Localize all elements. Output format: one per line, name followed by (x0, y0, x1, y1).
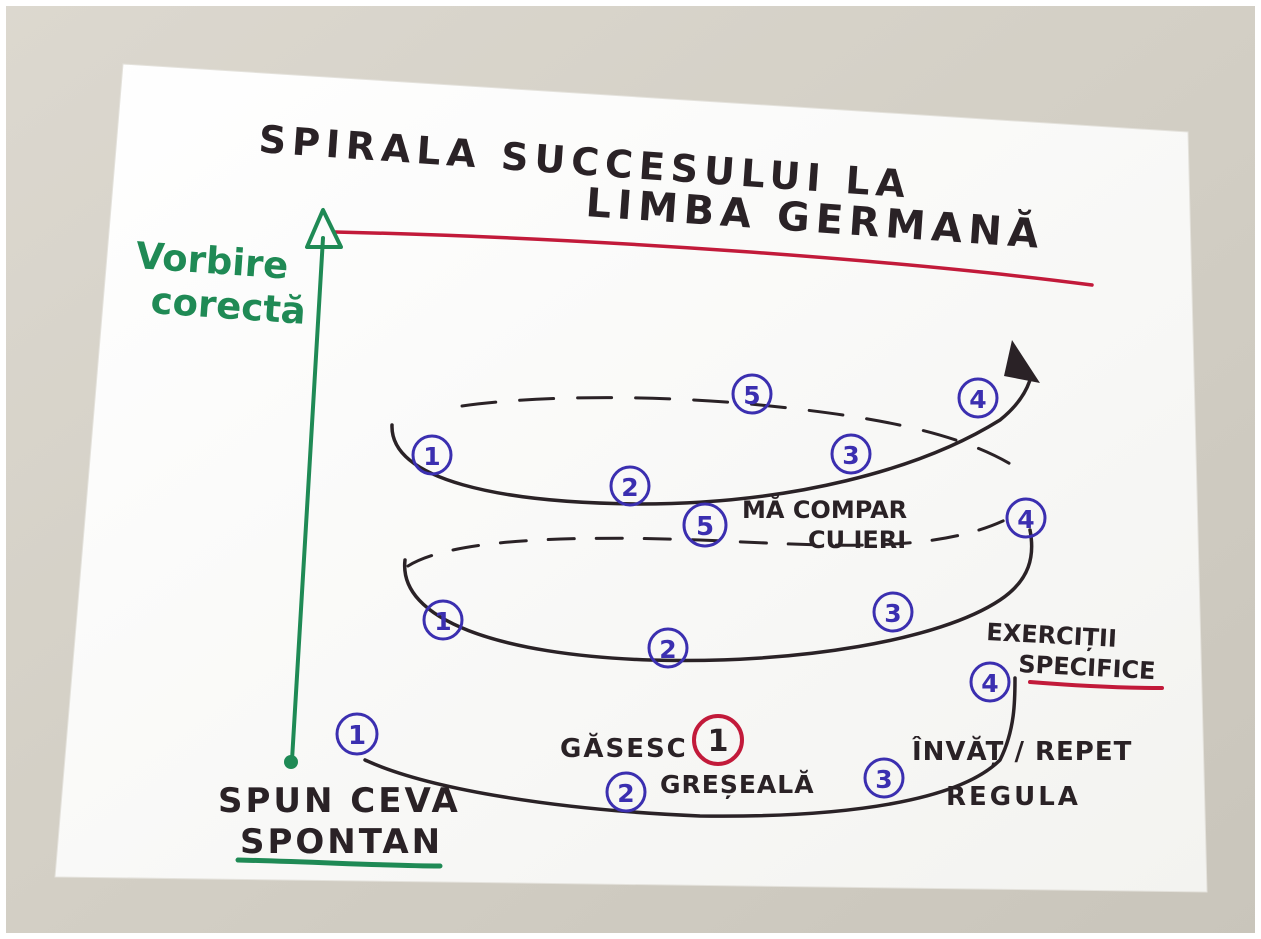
marker-bottom-1: 1 (335, 712, 379, 756)
spiral-arrowhead (1004, 340, 1040, 383)
spiral-middle-back (406, 518, 1007, 568)
axis-arrowhead (305, 208, 343, 249)
spiral-middle-loop (403, 528, 1034, 663)
svg-text:1: 1 (348, 721, 366, 751)
marker-top-1: 1 (411, 434, 453, 476)
marker-middle-2: 2 (647, 627, 689, 669)
label-compare-2: CU IERI (808, 526, 906, 554)
svg-text:1: 1 (708, 724, 729, 759)
axis-line (290, 236, 325, 762)
svg-text:4: 4 (981, 669, 998, 698)
marker-top-5: 5 (731, 373, 773, 415)
label-mistake: GREȘEALĂ (660, 769, 815, 799)
marker-top-4: 4 (957, 377, 999, 419)
svg-text:2: 2 (621, 473, 638, 502)
goal-line (333, 230, 1094, 287)
svg-text:3: 3 (875, 765, 892, 794)
svg-text:2: 2 (659, 635, 676, 664)
svg-text:5: 5 (743, 381, 760, 410)
svg-text:1: 1 (434, 607, 451, 636)
marker-bottom-3: 3 (863, 757, 905, 799)
axis-start-dot (284, 755, 298, 769)
marker-middle-1: 1 (422, 599, 464, 641)
start-label-line-1: SPUN CEVA (218, 781, 461, 821)
label-learn: ÎNVĂȚ / REPET (912, 735, 1132, 767)
marker-bottom-2: 2 (605, 771, 647, 813)
svg-text:4: 4 (1017, 505, 1034, 534)
marker-top-2: 2 (609, 465, 651, 507)
label-compare-1: MĂ COMPAR (742, 494, 907, 524)
marker-bottom-4: 4 (969, 661, 1011, 703)
svg-text:5: 5 (696, 512, 714, 542)
svg-text:3: 3 (884, 599, 901, 628)
label-exercises: EXERCIȚII (986, 618, 1118, 653)
spiral-top-back (460, 396, 1022, 472)
start-underline (235, 857, 443, 869)
label-find: GĂSESC (560, 732, 688, 764)
marker-middle-4: 4 (1005, 497, 1047, 539)
marker-middle-5: 5 (682, 502, 728, 548)
spiral-bottom-loop (363, 676, 1017, 818)
label-rule: REGULA (946, 782, 1081, 812)
start-label-line-2: SPONTAN (240, 822, 443, 862)
marker-middle-3: 3 (872, 591, 914, 633)
paper-sheet (54, 63, 1208, 893)
svg-text:4: 4 (969, 385, 986, 414)
specific-underline (1028, 680, 1164, 690)
marker-top-3: 3 (830, 433, 872, 475)
spiral-top-loop (390, 378, 1032, 506)
svg-text:1: 1 (423, 442, 440, 471)
svg-text:2: 2 (617, 779, 634, 808)
marker-bottom-1-red: 1 (692, 714, 744, 766)
svg-text:3: 3 (842, 441, 859, 470)
axis-label-line-1: Vorbire (134, 234, 289, 288)
